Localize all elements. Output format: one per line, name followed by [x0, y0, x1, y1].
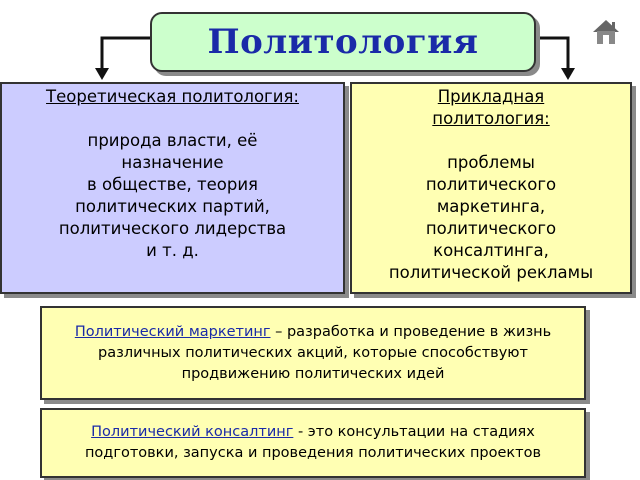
right-arrowhead: [561, 68, 575, 80]
definition-consulting: Политический консалтинг - это консультац…: [52, 422, 574, 464]
applied-politology-box: Прикладная политология: проблемы политич…: [350, 82, 632, 294]
left-arrowhead: [95, 68, 109, 80]
definition-marketing: Политический маркетинг – разработка и пр…: [52, 322, 574, 385]
left-connector: [100, 36, 150, 70]
definition-consulting-text: - это консультации на стадиях подготовки…: [84, 424, 542, 461]
spacer: [352, 130, 630, 152]
right-connector: [536, 36, 570, 70]
spacer: [2, 108, 343, 130]
theoretical-text: природа власти, её назначение в обществе…: [58, 131, 287, 260]
definition-marketing-box: Политический маркетинг – разработка и пр…: [40, 306, 586, 400]
home-icon[interactable]: [592, 18, 620, 46]
applied-text: проблемы политического маркетинга, полит…: [388, 153, 594, 282]
theoretical-heading: Теоретическая политология:: [46, 87, 299, 106]
definition-marketing-text: – разработка и проведение в жизнь различ…: [98, 323, 552, 382]
theoretical-politology-box: Теоретическая политология: природа власт…: [0, 82, 345, 294]
term-consulting-link[interactable]: Политический консалтинг: [91, 424, 294, 440]
term-marketing-link[interactable]: Политический маркетинг: [74, 323, 271, 340]
page-title: Политология: [207, 22, 479, 62]
definition-consulting-box: Политический консалтинг - это консультац…: [40, 408, 586, 478]
title-box: Политология: [150, 12, 536, 72]
applied-heading: Прикладная политология:: [432, 87, 550, 128]
